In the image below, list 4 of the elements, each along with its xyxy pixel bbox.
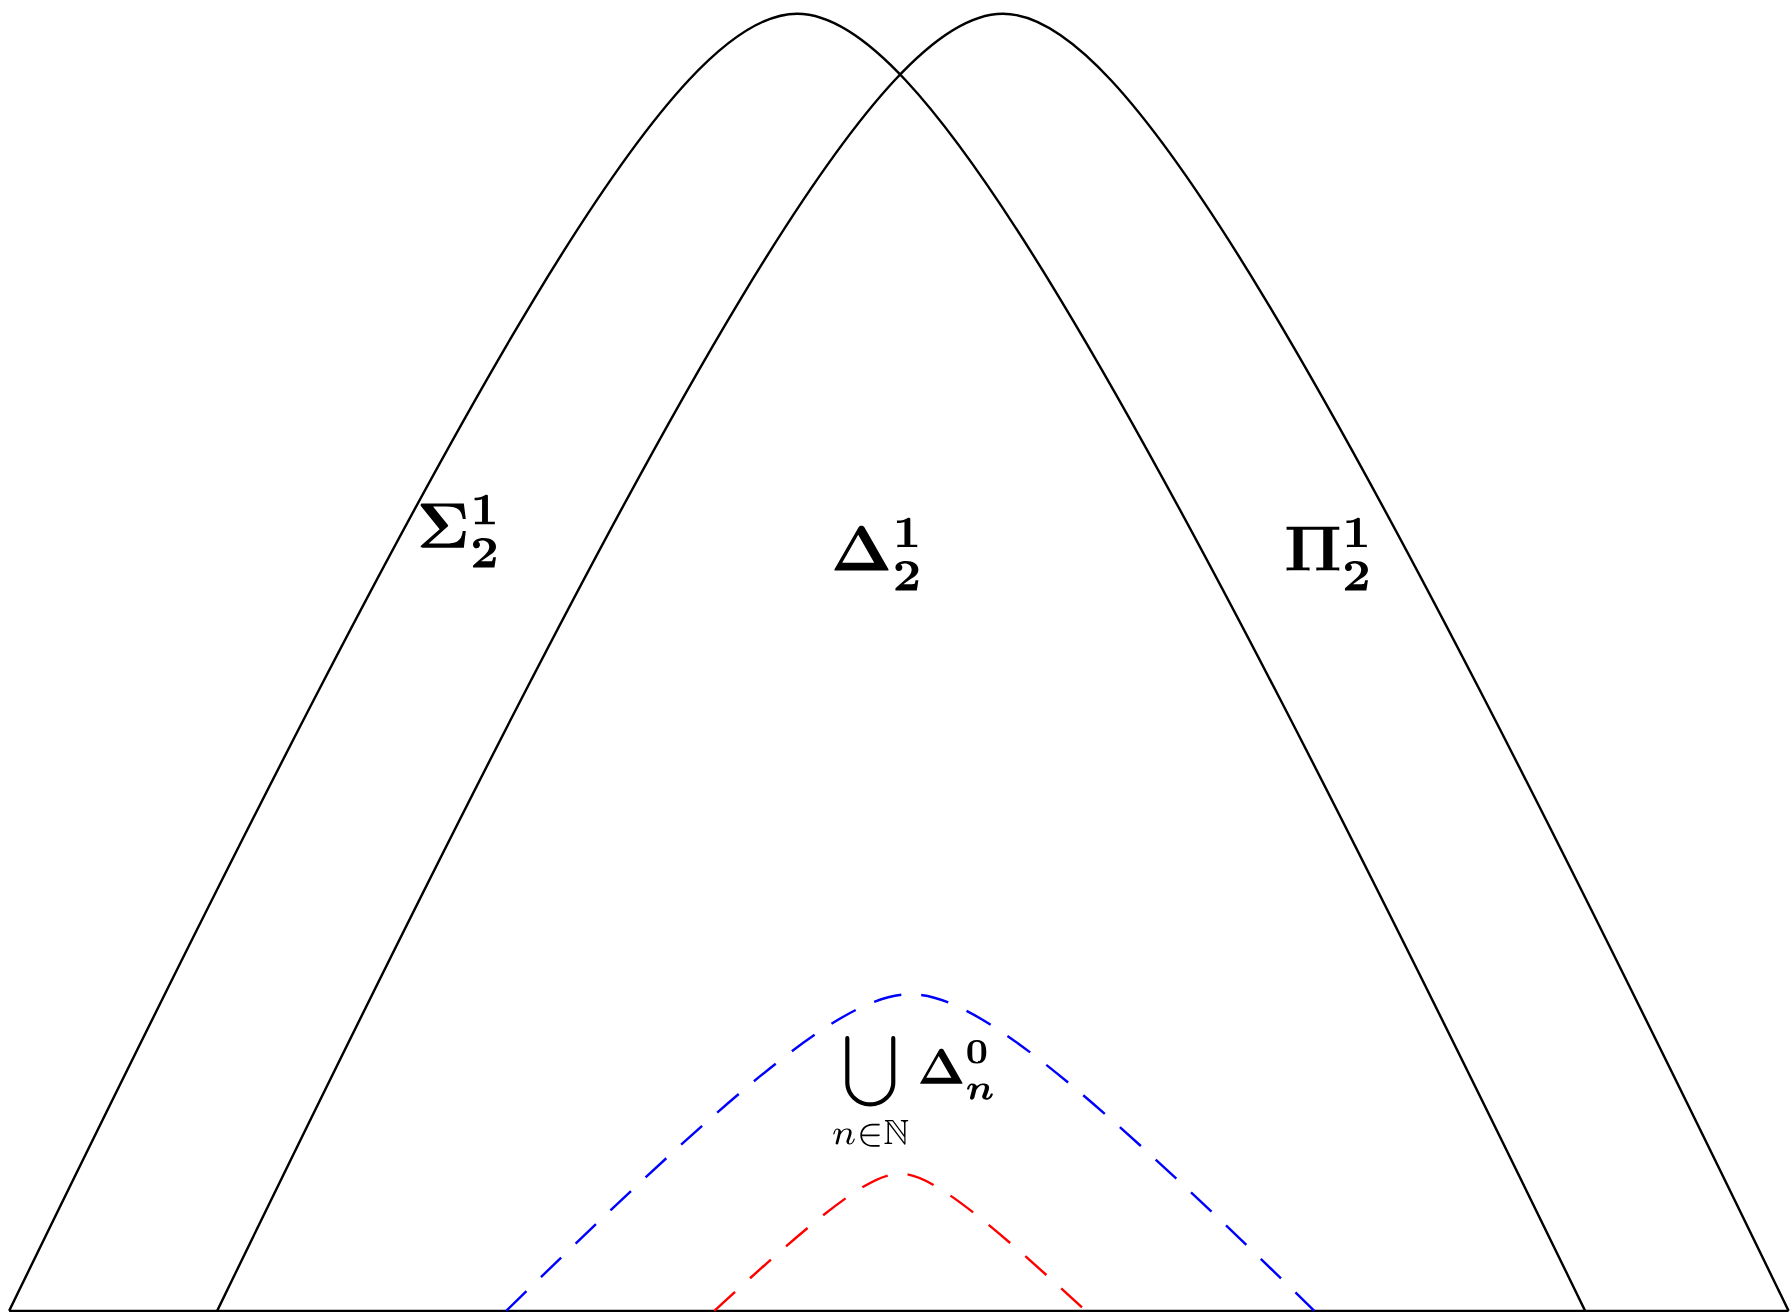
region-label: $\boldsymbol{\Sigma^1_2}$ — [420, 494, 496, 568]
region-label: $\boldsymbol{\Delta^1_2}$ — [834, 517, 919, 591]
region-label: $\boldsymbol{\Pi^1_2}$ — [1286, 517, 1368, 591]
region-label: $\bigcup_{n\in\mathbb{N}}\boldsymbol{\Delta^0_n}$ — [833, 1036, 993, 1147]
